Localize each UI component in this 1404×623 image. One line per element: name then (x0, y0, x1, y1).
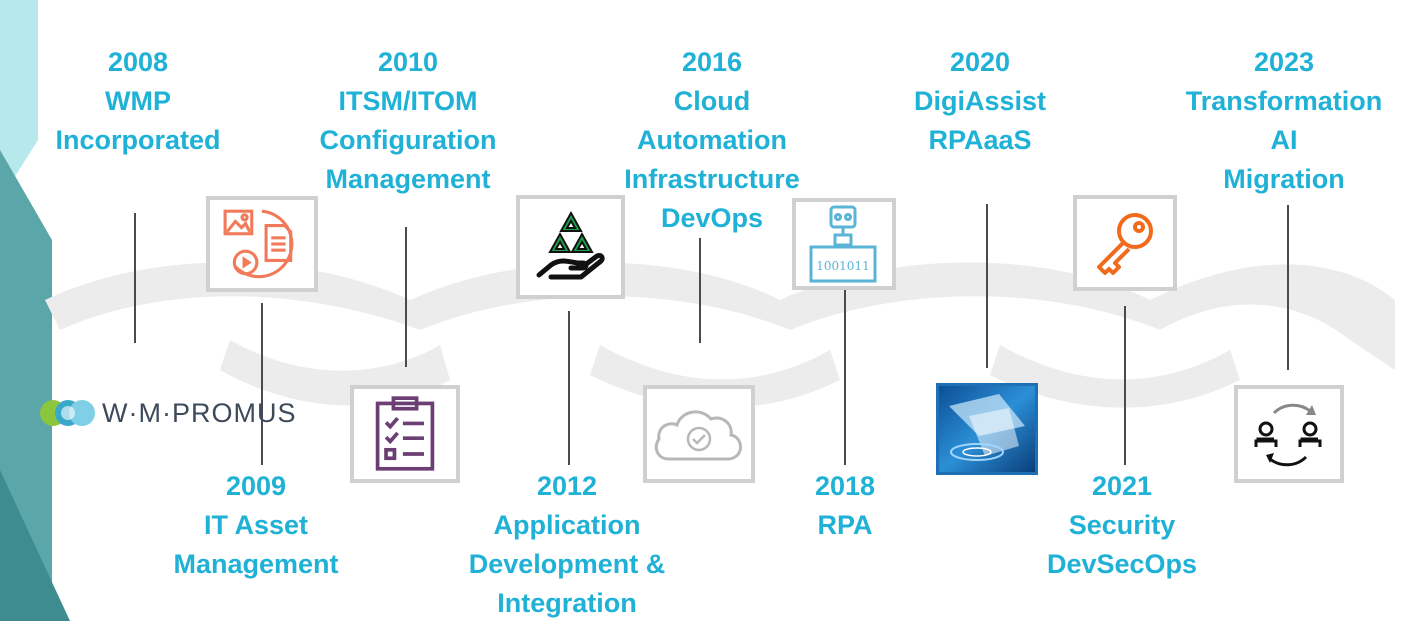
connector-line-2018 (844, 289, 846, 465)
connector-line-2020 (986, 204, 988, 368)
digital-blue-image-icon (939, 386, 1035, 472)
connector-line-2023 (1287, 205, 1289, 370)
milestone-year: 2018 (814, 471, 876, 501)
wmpromus-logo-mark-icon (40, 400, 95, 426)
people-migration-icon (1254, 403, 1322, 467)
milestone-year: 2016 (681, 47, 743, 77)
media-documents-icon (223, 209, 294, 279)
milestone-line: Incorporated (55, 125, 221, 155)
milestone-line: DevSecOps (1046, 549, 1198, 579)
milestone-line: Infrastructure (624, 164, 800, 194)
milestone-line: DigiAssist (913, 86, 1047, 116)
milestone-2021-label: 2021 Security DevSecOps (1037, 467, 1207, 584)
milestone-line: Management (173, 549, 339, 579)
milestone-line: Migration (1223, 164, 1345, 194)
connector-line-2021 (1124, 306, 1126, 465)
milestone-2016-label: 2016 Cloud Automation Infrastructure Dev… (612, 43, 812, 238)
milestone-2009-label: 2009 IT Asset Management (156, 467, 356, 584)
clipboard-checklist-icon (375, 396, 435, 471)
hand-pyramid-icon-box (516, 195, 625, 299)
milestone-2023-label: 2023 Transformation AI Migration (1174, 43, 1394, 199)
milestone-line: AI (1270, 125, 1298, 155)
connector-line-2012 (568, 311, 570, 465)
milestone-year: 2009 (225, 471, 287, 501)
wmpromus-logo: W·M·PROMUS (40, 395, 296, 431)
milestone-line: DevOps (660, 203, 764, 233)
clipboard-checklist-icon-box (350, 385, 460, 483)
milestone-2012-label: 2012 Application Development & Integrati… (452, 467, 682, 623)
milestone-line: ITSM/ITOM (338, 86, 478, 116)
milestone-line: Automation (637, 125, 787, 155)
connector-line-2008 (134, 213, 136, 343)
milestone-2018-label: 2018 RPA (785, 467, 905, 545)
key-icon (1097, 213, 1153, 275)
milestone-2010-label: 2010 ITSM/ITOM Configuration Management (308, 43, 508, 199)
milestone-line: Application (493, 510, 641, 540)
media-documents-icon-box (206, 196, 318, 292)
cloud-check-icon (654, 410, 742, 461)
milestone-line: IT Asset (203, 510, 309, 540)
milestone-line: Development & (468, 549, 666, 579)
milestone-year: 2020 (949, 47, 1011, 77)
milestone-line: Configuration (319, 125, 497, 155)
logo-wordmark: W·M·PROMUS (102, 397, 297, 428)
milestone-line: Integration (497, 588, 637, 618)
milestone-line: Security (1068, 510, 1176, 540)
milestone-year: 2012 (536, 471, 598, 501)
milestone-2020-label: 2020 DigiAssist RPAaaS (900, 43, 1060, 160)
milestone-2008-label: 2008 WMP Incorporated (48, 43, 228, 160)
connector-line-2016 (699, 238, 701, 343)
milestone-line: Management (325, 164, 491, 194)
milestone-year: 2010 (377, 47, 439, 77)
milestone-year: 2021 (1091, 471, 1153, 501)
milestone-line: Transformation (1185, 86, 1383, 116)
milestone-line: RPA (817, 510, 873, 540)
robot-binary-icon: 1001011 (809, 205, 877, 283)
hand-pyramid-icon (536, 210, 605, 280)
connector-line-2009 (261, 303, 263, 465)
robot-binary-text: 1001011 (816, 259, 869, 273)
cloud-check-icon-box (643, 385, 755, 483)
key-icon-box (1073, 195, 1177, 291)
connector-line-2010 (405, 227, 407, 367)
people-migration-icon-box (1234, 385, 1344, 483)
milestone-year: 2008 (107, 47, 169, 77)
milestone-year: 2023 (1253, 47, 1315, 77)
milestone-line: WMP (105, 86, 171, 116)
robot-binary-icon-box: 1001011 (792, 198, 896, 290)
digital-blue-image-icon-box (936, 383, 1038, 475)
milestone-line: Cloud (673, 86, 751, 116)
milestone-line: RPAaaS (928, 125, 1032, 155)
left-accent-decoration (0, 0, 70, 621)
